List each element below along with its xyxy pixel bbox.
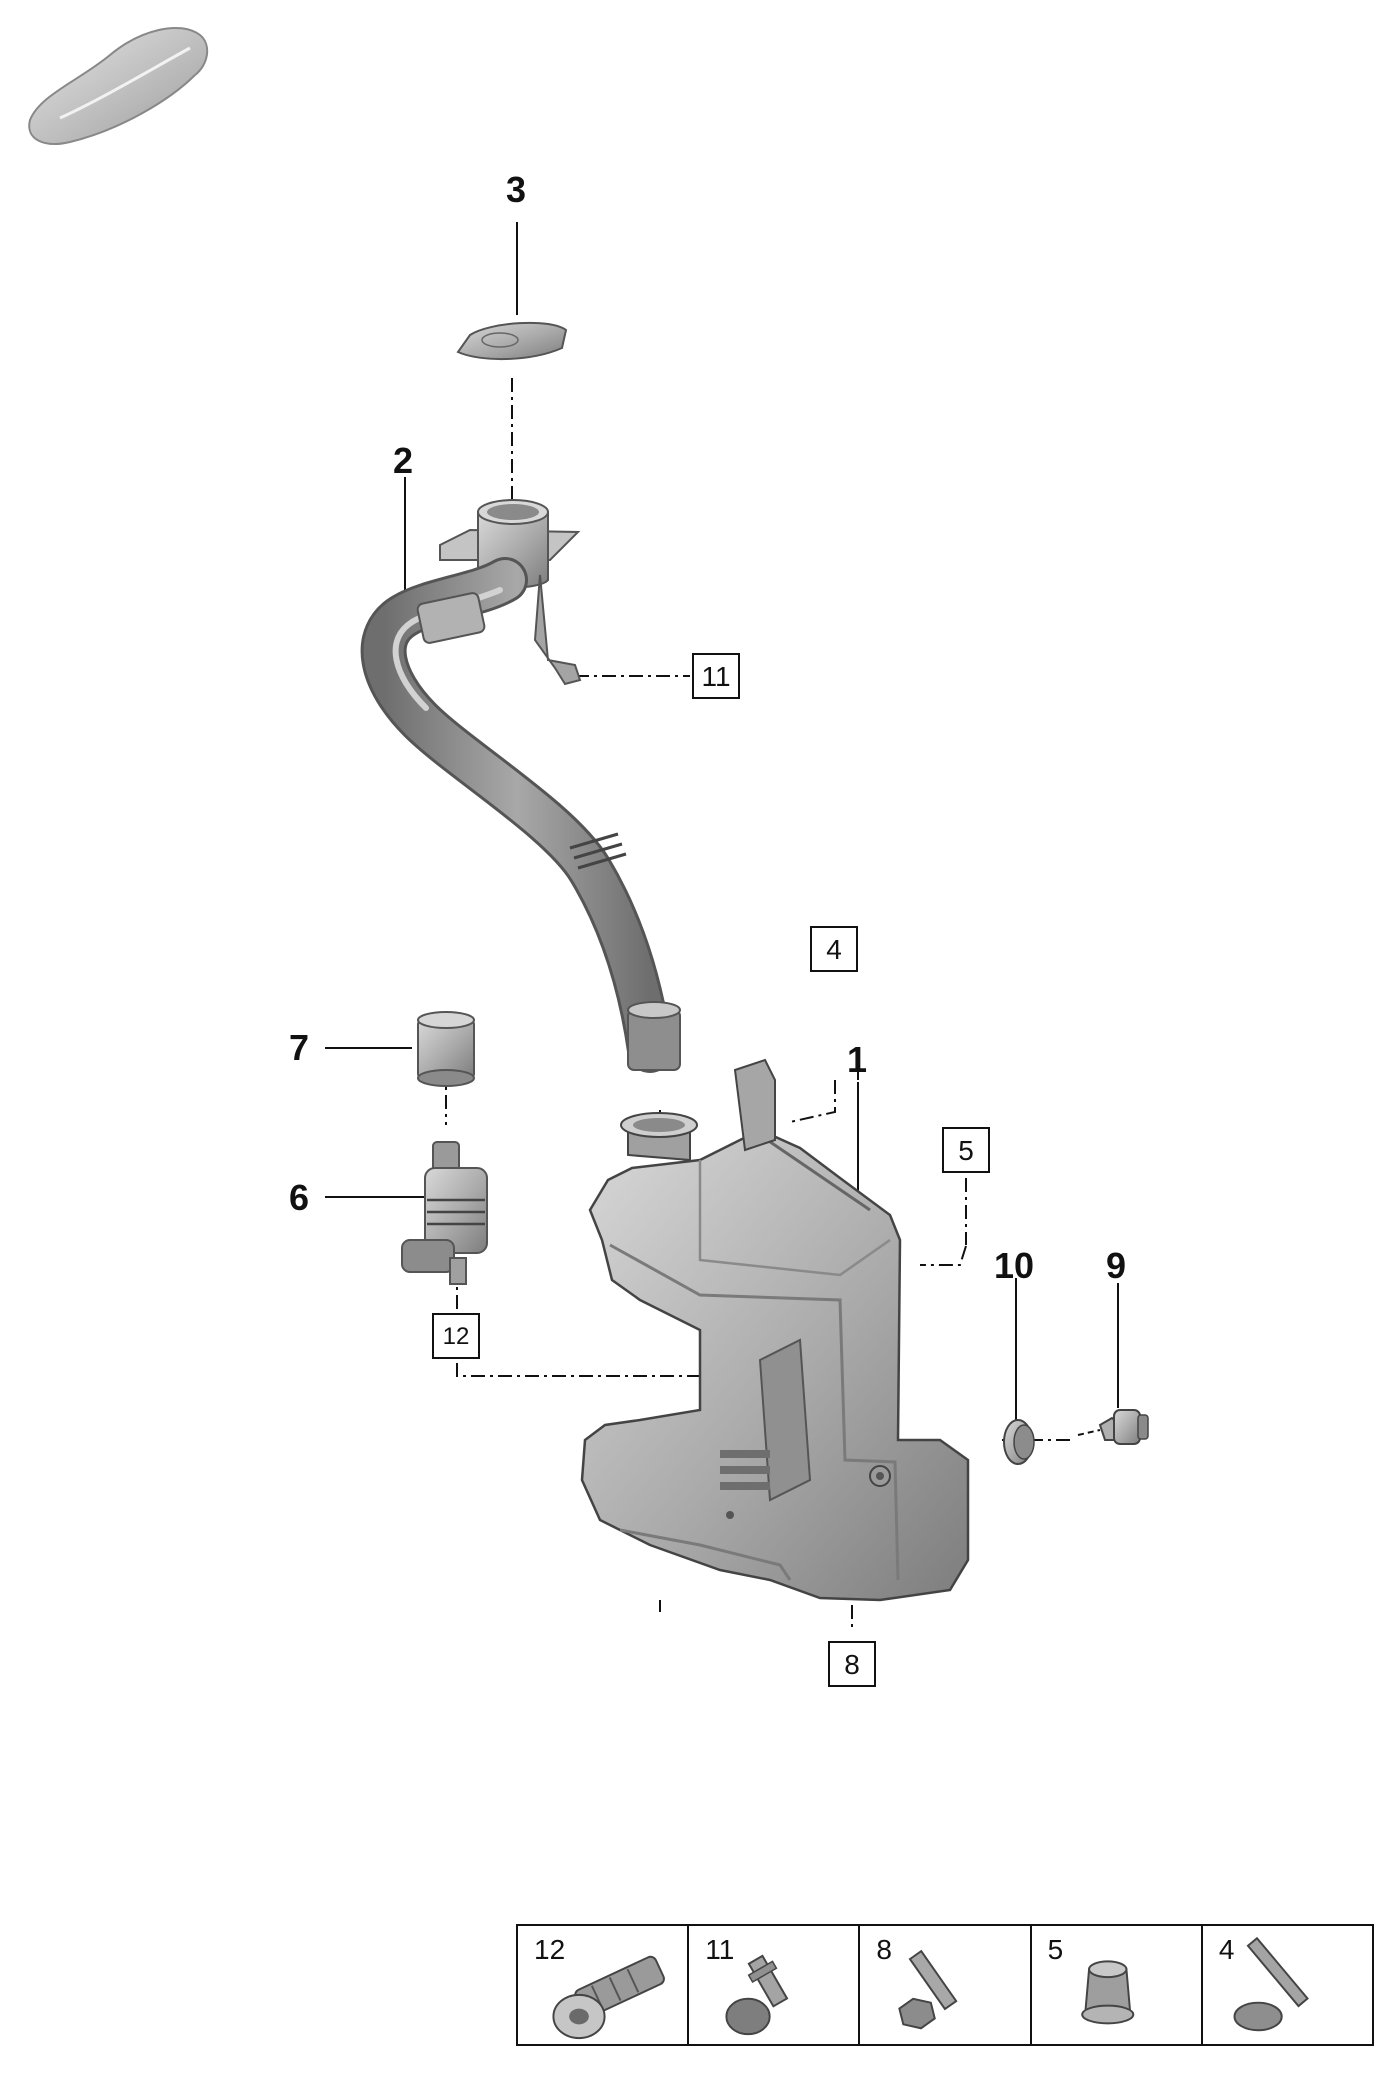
hex-flange-bolt-icon — [898, 1949, 958, 2030]
legend-number: 5 — [1047, 1934, 1064, 1965]
legend-cell-12: 12 — [518, 1926, 690, 2044]
legend-cell-5: 5 — [1032, 1926, 1203, 2044]
ref-box-5: 5 — [942, 1127, 990, 1173]
ref-box-8: 8 — [828, 1641, 876, 1687]
callout-7: 7 — [289, 1027, 310, 1068]
legend-cell-8: 8 — [860, 1926, 1032, 2044]
legend-cell-4: 4 — [1203, 1926, 1372, 2044]
callout-9: 9 — [1106, 1245, 1127, 1286]
level-sensor-part — [1098, 1409, 1149, 1445]
clip-rivet-icon — [725, 1954, 789, 2036]
reservoir-part — [580, 1058, 970, 1602]
callout-2: 2 — [393, 440, 414, 481]
callout-1: 1 — [847, 1039, 868, 1080]
legend-number: 8 — [876, 1934, 892, 1965]
ref-box-12: 12 — [432, 1313, 480, 1359]
callout-3: 3 — [506, 169, 527, 210]
ref-box-11: 11 — [692, 653, 740, 699]
filler-neck-hose-part — [360, 499, 681, 1073]
callout-6: 6 — [289, 1177, 310, 1218]
legend-number: 12 — [534, 1934, 566, 1965]
callout-10: 10 — [994, 1245, 1035, 1286]
legend-number: 4 — [1218, 1934, 1235, 1965]
ref-box-4: 4 — [810, 926, 858, 972]
car-thumbnail-icon — [28, 27, 209, 145]
long-bolt-icon — [1233, 1936, 1309, 2032]
filler-cap-part — [456, 321, 568, 361]
grommet-nut-icon — [1080, 1960, 1134, 2025]
hardware-legend: 12 11 8 — [516, 1924, 1374, 2046]
sleeve-part — [417, 1011, 475, 1087]
legend-number: 11 — [705, 1934, 735, 1965]
expanding-nut-icon — [552, 1955, 665, 2040]
washer-pump-part — [401, 1141, 488, 1285]
legend-cell-11: 11 — [689, 1926, 861, 2044]
grommet-part — [1003, 1419, 1035, 1465]
